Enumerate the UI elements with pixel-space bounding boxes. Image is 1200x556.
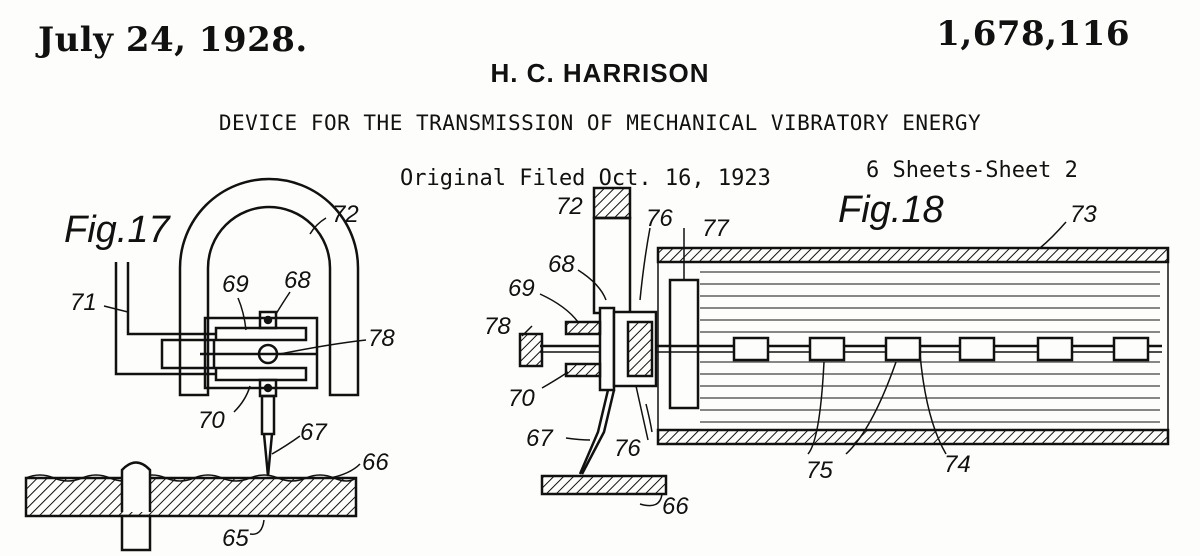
fig17-screw-68 — [258, 310, 278, 330]
fig18-ref-77: 77 — [702, 215, 730, 242]
fig17-lower-coil — [214, 366, 308, 382]
fig17-ref-67: 67 — [300, 419, 328, 446]
fig18-label: Fig.18 — [838, 189, 944, 231]
fig17-label: Fig.17 — [64, 209, 171, 251]
fig17-horseshoe-magnet-outer — [178, 177, 360, 397]
fig17-ref-71: 71 — [70, 289, 97, 316]
patent-date: July 24, 1928. — [38, 20, 308, 60]
fig17-lead-upper — [126, 262, 216, 336]
fig18-ref-72: 72 — [556, 193, 583, 220]
fig18-ref-70: 70 — [508, 385, 535, 412]
fig18-magnet-72 — [592, 186, 632, 220]
inventor-name: H. C. HARRISON — [490, 58, 710, 88]
fig18-weights-75 — [732, 336, 1150, 362]
fig17-ref-65: 65 — [222, 525, 249, 552]
fig18-armature-plate — [598, 306, 616, 392]
fig18-drawing — [518, 186, 1170, 496]
fig17-lead-lower — [114, 262, 216, 376]
fig17-upper-coil — [214, 326, 308, 342]
fig18-ref-67: 67 — [526, 425, 554, 452]
fig17-stylus-holder — [260, 394, 276, 436]
fig17-ref-69: 69 — [222, 271, 249, 298]
patent-title: DEVICE FOR THE TRANSMISSION OF MECHANICA… — [218, 111, 982, 135]
fig18-tube-bottom-wall — [656, 428, 1170, 446]
fig18-coil-70 — [564, 362, 602, 378]
fig17-ref-68: 68 — [284, 267, 311, 294]
fig18-ref-68: 68 — [548, 251, 575, 278]
fig18-stylus-67 — [578, 389, 610, 475]
fig17-record-66[interactable] — [24, 476, 358, 518]
fig18-ref-74: 74 — [944, 451, 971, 478]
patent-number: 1,678,116 — [936, 14, 1130, 54]
fig17-spindle-65 — [120, 461, 152, 512]
fig18-refs: 72 76 77 73 68 69 78 70 67 76 75 74 66 — [484, 193, 1097, 520]
fig18-coil-69 — [564, 320, 602, 336]
fig18-record-66[interactable] — [540, 474, 668, 496]
fig18-ref-75: 75 — [806, 457, 833, 484]
fig17-pivot-78 — [257, 343, 279, 365]
fig17-drawing — [24, 177, 360, 552]
fig17-refs: 72 69 68 71 78 70 67 66 65 — [70, 201, 395, 552]
fig18-tube-filling — [700, 271, 1160, 423]
fig17-ref-72: 72 — [332, 201, 359, 228]
fig18-coil-block — [626, 320, 654, 378]
fig17-stylus-needle — [262, 433, 274, 477]
fig18-tube-top-wall — [656, 246, 1170, 264]
fig18-ref-76-top: 76 — [646, 205, 673, 232]
fig18-magnet-bar — [592, 216, 632, 315]
fig18-ref-78: 78 — [484, 313, 511, 340]
fig18-diaphragm-77 — [668, 278, 700, 410]
fig17-ref-70: 70 — [198, 407, 225, 434]
fig18-ref-69: 69 — [508, 275, 535, 302]
fig18-ref-76-bottom: 76 — [614, 435, 641, 462]
fig17-ref-78: 78 — [368, 325, 395, 352]
fig17-ref-66: 66 — [362, 449, 389, 476]
sheet-number: 6 Sheets-Sheet 2 — [866, 158, 1078, 183]
fig18-ref-73: 73 — [1070, 201, 1097, 228]
fig18-pivot-78 — [518, 332, 544, 368]
filing-date: Original Filed Oct. 16, 1923 — [400, 166, 771, 191]
fig18-ref-66: 66 — [662, 493, 689, 520]
